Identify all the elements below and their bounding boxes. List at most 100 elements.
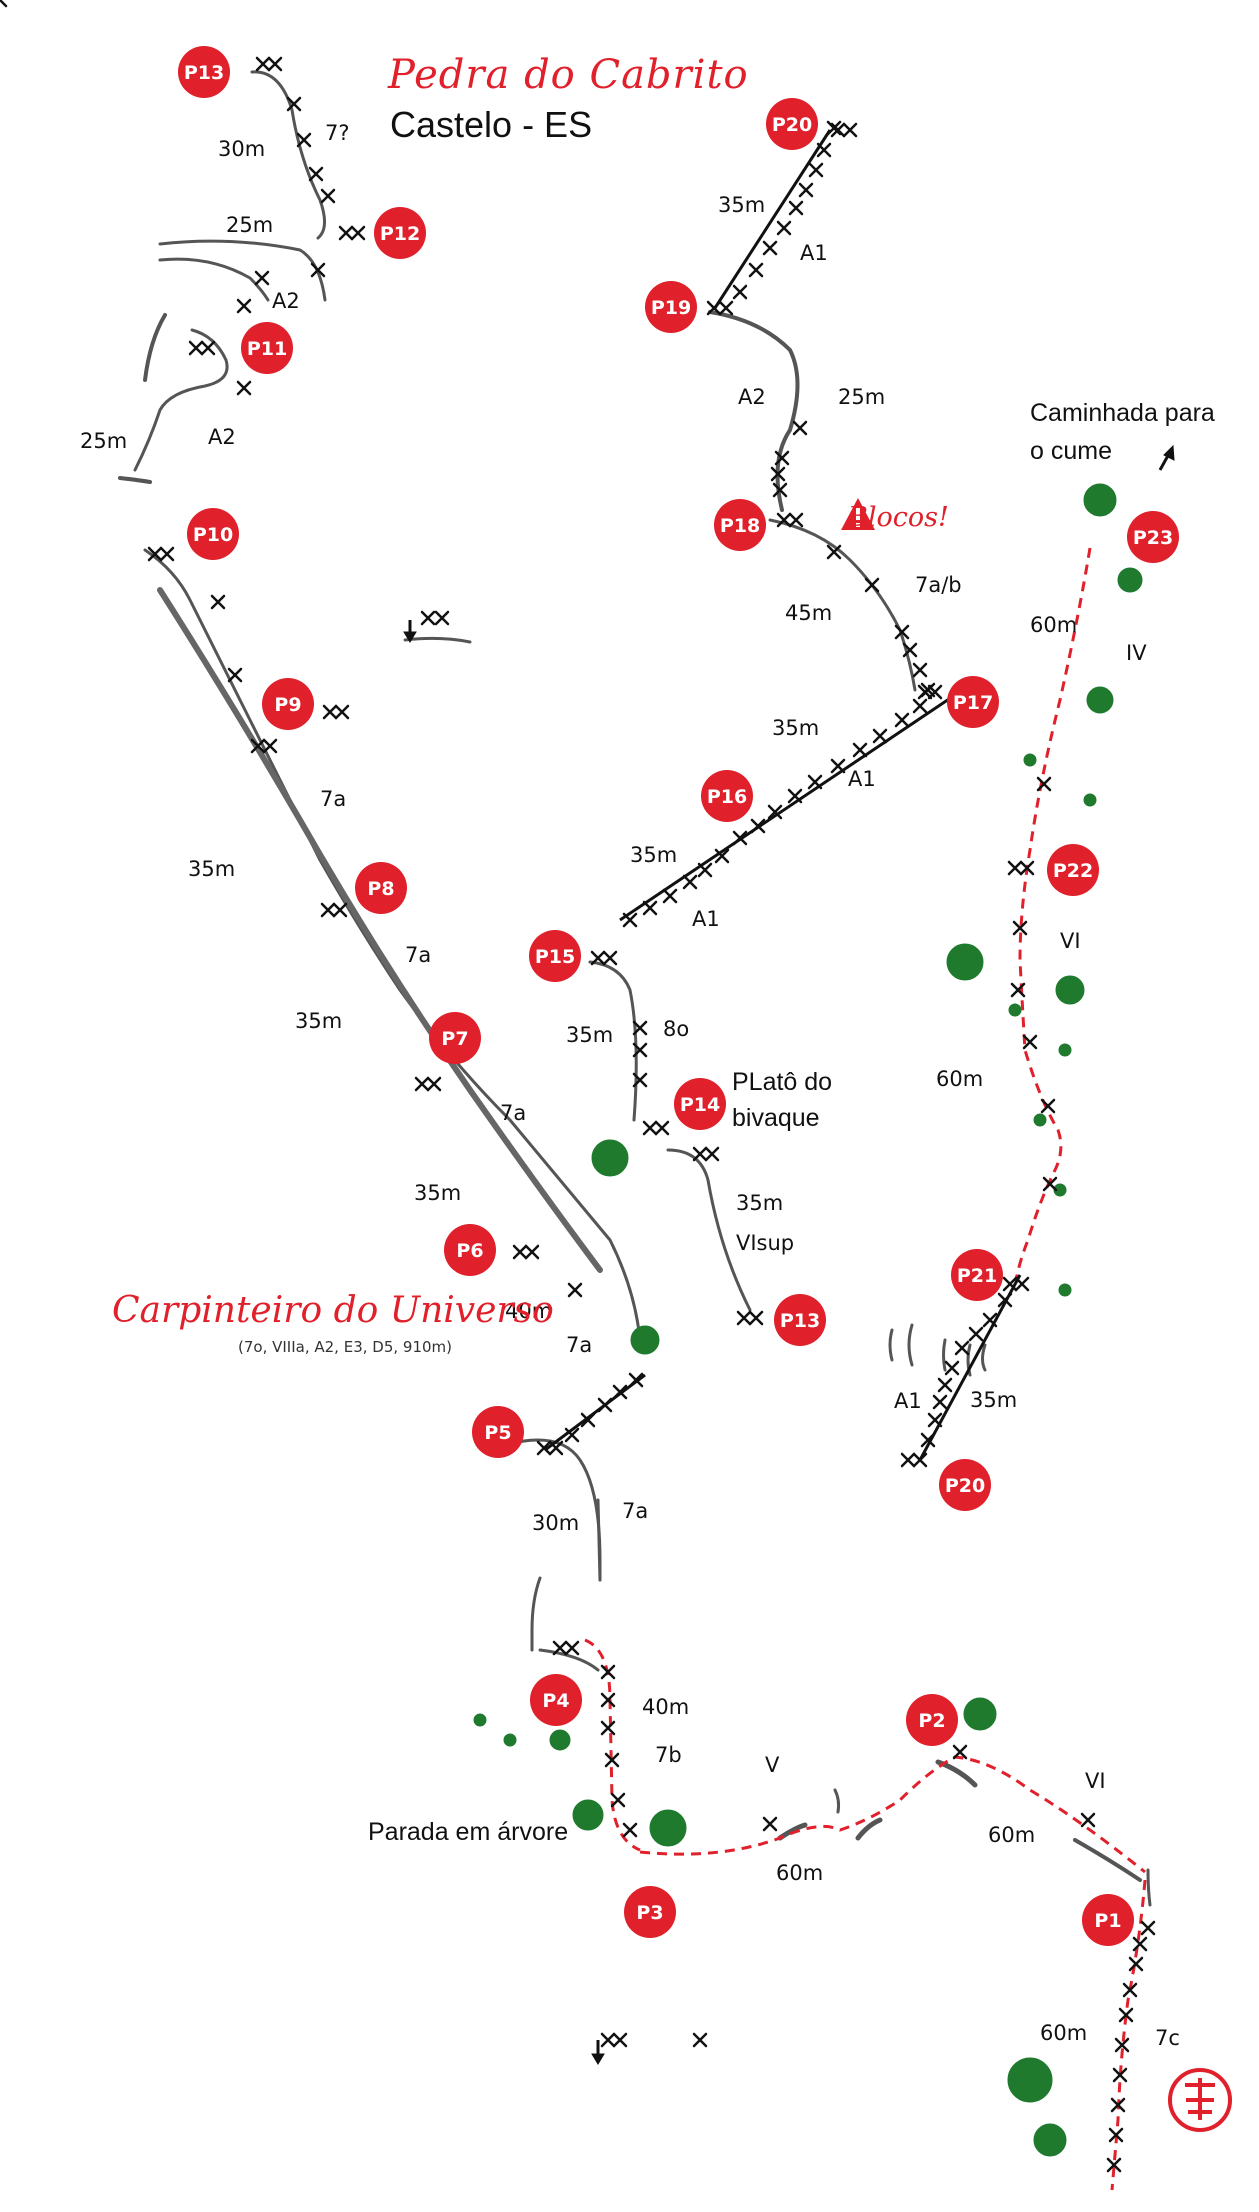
tree-icon — [1058, 1043, 1072, 1057]
bolt-icon — [622, 1822, 638, 1838]
bolt-icon — [188, 340, 204, 356]
station-label: P16 — [707, 786, 747, 808]
station-p8 — [355, 862, 407, 914]
bolt-icon — [236, 380, 252, 396]
dashed-path — [1110, 1879, 1147, 2191]
bolt-icon — [808, 162, 824, 178]
bolt-icon — [338, 225, 354, 241]
station-label: P10 — [193, 524, 233, 546]
pitch-label: 60m — [1030, 613, 1077, 637]
bolt-icon — [830, 122, 846, 138]
bolt-icon — [524, 1244, 540, 1260]
pitch-label: 7a — [405, 943, 431, 967]
bolt-icon — [1007, 860, 1023, 876]
bolt-icon — [912, 1452, 928, 1468]
arrows — [403, 444, 1175, 2065]
station-p22 — [1047, 844, 1099, 896]
rock-line — [118, 476, 152, 484]
station-p13-lower — [774, 1294, 826, 1346]
warning-icon — [841, 498, 875, 530]
pitch-label: 7b — [655, 1743, 682, 1767]
station-p6 — [444, 1224, 496, 1276]
pitch-label: 7a — [622, 1499, 648, 1523]
bolt-icon — [944, 1360, 960, 1376]
bolt-icon — [912, 662, 928, 678]
bolt-icon — [718, 300, 734, 316]
rock-line — [1073, 1838, 1142, 1882]
bolt-icon — [308, 166, 324, 182]
station-p12 — [374, 207, 426, 259]
arrow-down-icon — [403, 631, 417, 643]
pitch-label: A1 — [800, 241, 828, 265]
station-p3 — [624, 1886, 676, 1938]
station-label: P4 — [542, 1690, 569, 1712]
bolt-icon — [736, 1310, 752, 1326]
pitch-label: 7a — [500, 1101, 526, 1125]
pitch-label: 30m — [532, 1511, 579, 1535]
pitch-label: A2 — [208, 425, 236, 449]
pitch-label: 35m — [772, 716, 819, 740]
bolt-lines — [544, 129, 1022, 1461]
pitch-label: A1 — [894, 1389, 922, 1413]
bolt-icon — [296, 132, 312, 148]
station-label: P15 — [535, 946, 575, 968]
bolt-icon — [894, 712, 910, 728]
bolt-icon — [600, 1692, 616, 1708]
bolt-icon — [622, 912, 638, 928]
pitch-label: 60m — [1040, 2021, 1087, 2045]
pitch-label: A2 — [738, 385, 766, 409]
bolt-icon — [732, 284, 748, 300]
rock-line — [981, 1343, 987, 1372]
rock-line — [588, 960, 638, 1122]
station-p16 — [701, 770, 753, 822]
bolt-icon — [852, 742, 868, 758]
tree-icon — [1055, 975, 1085, 1005]
page-subtitle: Castelo - ES — [390, 104, 593, 145]
caminhada-note: Caminhada para o cume — [1030, 394, 1215, 470]
station-label: P17 — [953, 692, 993, 714]
bolt-icon — [159, 546, 175, 562]
pitch-label: A1 — [848, 767, 876, 791]
station-label: P20 — [945, 1475, 985, 1497]
station-p15 — [529, 930, 581, 982]
bolt-icon — [937, 1377, 953, 1393]
bolt-icon — [912, 698, 928, 714]
bolt-icon — [762, 240, 778, 256]
bolt-icon — [426, 1076, 442, 1092]
pitch-label: 25m — [838, 385, 885, 409]
bolt-icon — [932, 1394, 948, 1410]
tree-icon — [572, 1799, 604, 1831]
bolt-icon — [642, 1120, 658, 1136]
tree-icon — [963, 1697, 997, 1731]
station-p4 — [530, 1674, 582, 1726]
station-label: P21 — [957, 1265, 997, 1287]
bolt-icon — [807, 774, 823, 790]
rock-line — [1146, 1868, 1152, 1907]
rock-line — [158, 239, 327, 302]
pitch-label: 45m — [785, 601, 832, 625]
tree-icon — [503, 1733, 517, 1747]
route-grade: (7o, VIIIa, A2, E3, D5, 910m) — [238, 1338, 452, 1356]
bolt-icon — [1128, 1956, 1144, 1972]
pitch-label: A2 — [272, 289, 300, 313]
bolt-icon — [512, 1244, 528, 1260]
pitch-label: 35m — [630, 843, 677, 867]
pitch-label: 60m — [936, 1067, 983, 1091]
tree-icon — [1007, 2057, 1053, 2103]
bolt-line — [544, 1373, 646, 1452]
station-label: P23 — [1133, 527, 1173, 549]
caminhada-line: Caminhada para — [1030, 399, 1215, 427]
pitch-label: VI — [1060, 929, 1081, 953]
bolt-icon — [320, 188, 336, 204]
bolt-icon — [332, 902, 348, 918]
tree-icon — [549, 1729, 571, 1751]
blocos-note: Blocos! — [848, 502, 949, 533]
rock-line — [907, 1323, 914, 1367]
pitch-label: 7a/b — [915, 573, 962, 597]
station-p2 — [906, 1694, 958, 1746]
bolt-icon — [682, 874, 698, 890]
bolt-icon — [704, 1146, 720, 1162]
bolt-icon — [1040, 1098, 1056, 1114]
station-label: P12 — [380, 223, 420, 245]
